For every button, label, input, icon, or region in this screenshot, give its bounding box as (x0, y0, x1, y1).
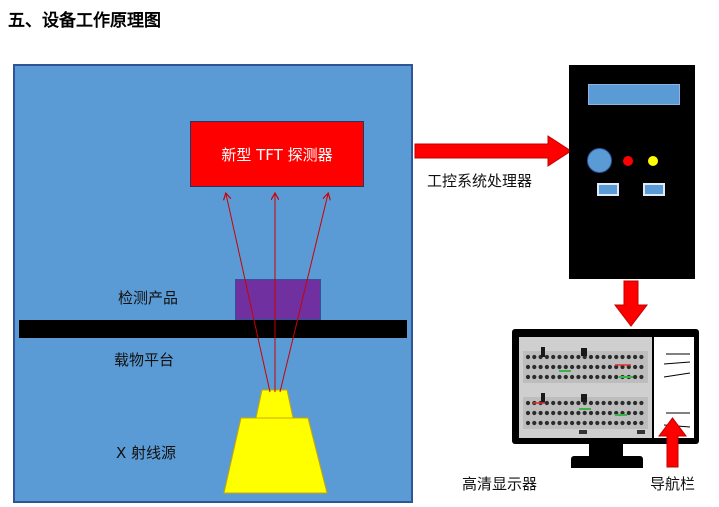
xray-image-thumbnail (519, 337, 652, 438)
nav-bar-label: 导航栏 (650, 475, 696, 493)
tft-detector-label: 新型 TFT 探测器 (221, 145, 333, 164)
yellow-indicator-icon (648, 156, 658, 166)
xray-source-label: X 射线源 (116, 444, 177, 462)
product-label: 检测产品 (118, 289, 179, 307)
tft-detector: 新型 TFT 探测器 (190, 121, 364, 187)
stage-platform (19, 320, 407, 338)
xray-beam-left (226, 194, 271, 393)
usb-port-icon (597, 183, 619, 196)
tower-display-panel (588, 84, 680, 105)
monitor-label: 高清显示器 (462, 475, 538, 493)
xray-source-body (223, 417, 328, 494)
platform-label: 载物平台 (114, 351, 175, 369)
xray-beam-right (279, 194, 328, 393)
inspected-product (235, 279, 321, 320)
usb-port-icon (643, 183, 665, 196)
red-indicator-icon (623, 156, 633, 166)
processor-label: 工控系统处理器 (427, 172, 533, 190)
power-button-icon (587, 148, 612, 173)
monitor-image-area (519, 337, 652, 438)
monitor-neck (589, 444, 623, 456)
page-title: 五、设备工作原理图 (8, 11, 161, 31)
monitor-base (571, 456, 643, 468)
